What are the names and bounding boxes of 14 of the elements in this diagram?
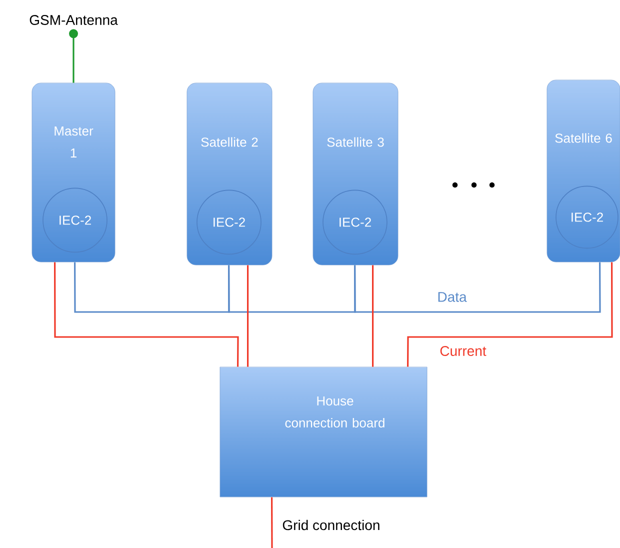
wire (54, 262, 239, 367)
edge-label: Grid connection (281, 518, 382, 532)
wire (74, 262, 230, 313)
edge-label: Data (436, 291, 468, 303)
wire (271, 497, 273, 548)
wire (372, 265, 374, 367)
wire (407, 262, 613, 367)
antenna-line (69, 29, 78, 83)
wire (228, 265, 356, 313)
wire (354, 262, 601, 313)
board-box: House connection board (220, 366, 428, 498)
edge-label: Current (438, 345, 488, 357)
wire (247, 265, 249, 367)
antenna-label: GSM-Antenna (30, 15, 118, 25)
